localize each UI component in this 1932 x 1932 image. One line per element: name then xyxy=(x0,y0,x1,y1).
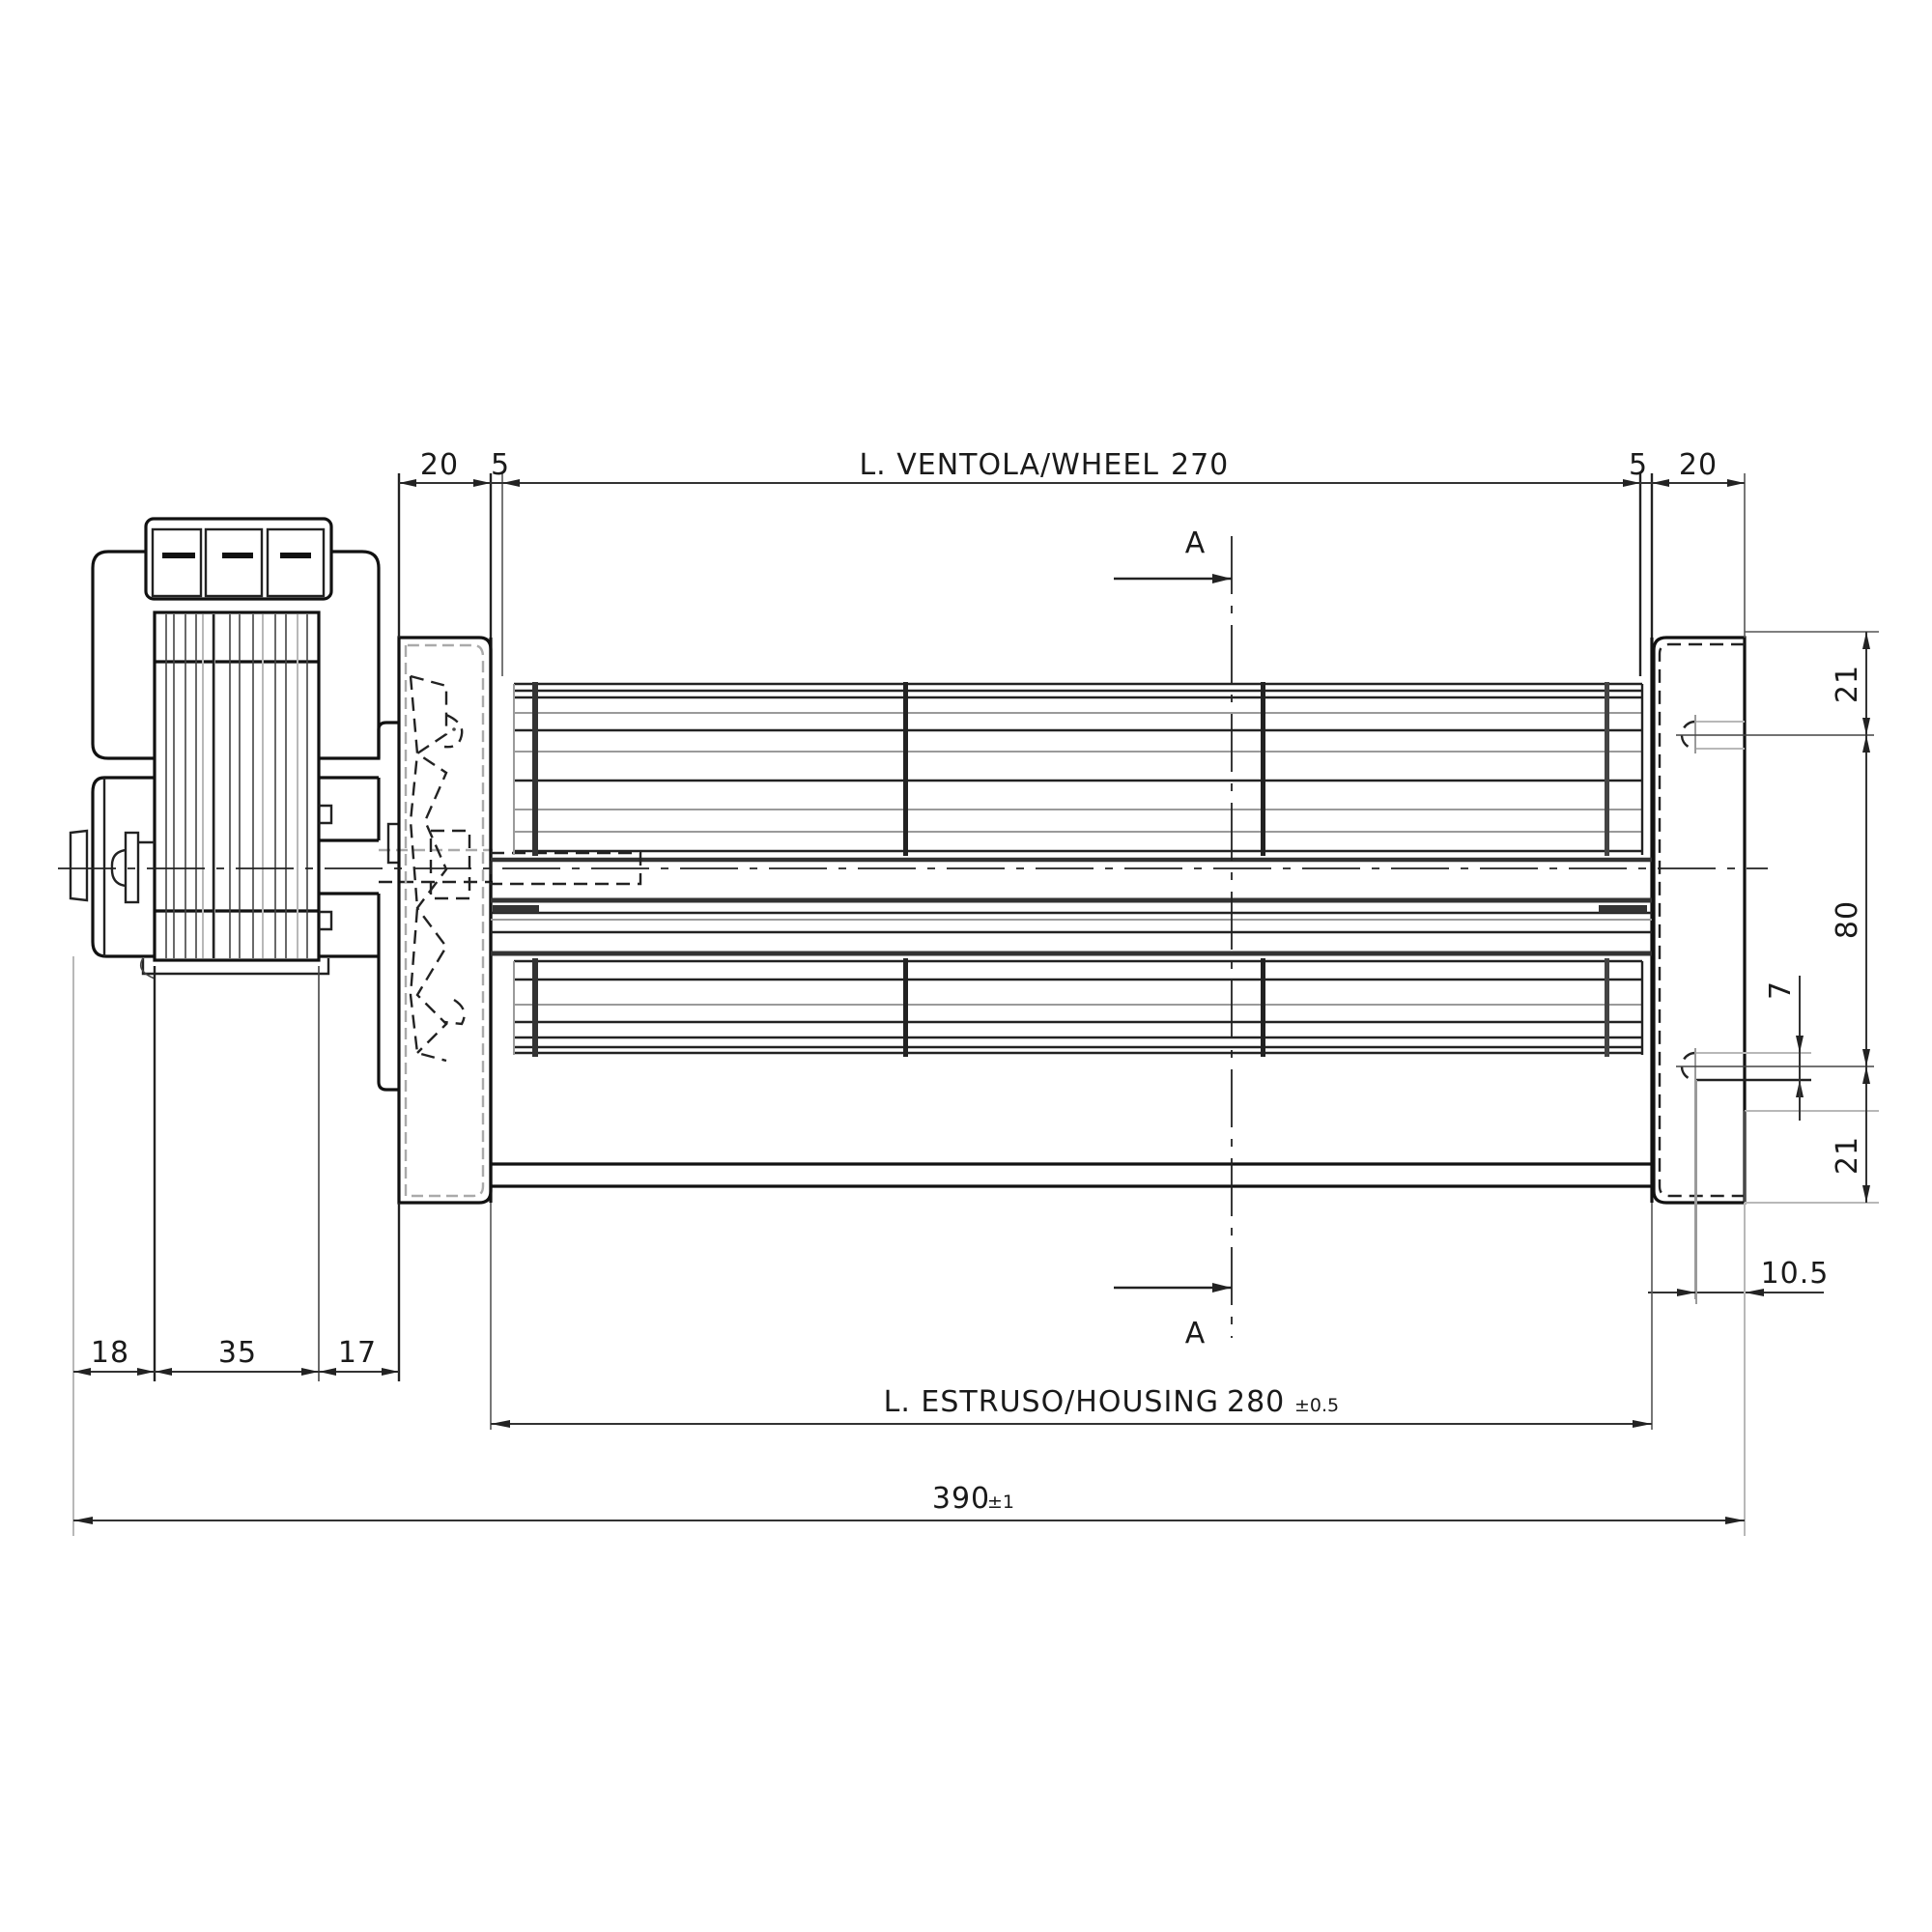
dim-hole-spacing: 80 xyxy=(1831,900,1864,939)
dim-wheel-value: 270 xyxy=(1171,448,1229,482)
spring-right xyxy=(1599,905,1647,913)
dim-housing-value: 280 xyxy=(1227,1385,1285,1419)
fan-housing xyxy=(489,638,1654,1203)
wheel-upper xyxy=(513,682,1644,856)
dim-bottom-offset: 21 xyxy=(1831,1136,1864,1175)
dim-top-offset: 21 xyxy=(1831,665,1864,703)
dim-left-flange: 20 xyxy=(420,448,459,482)
mounting-slot-top xyxy=(1680,715,1745,753)
dim-slot-width: 7 xyxy=(1764,980,1798,1000)
dim-right-gap: 5 xyxy=(1629,448,1648,482)
center-lines xyxy=(58,536,1874,1338)
dim-left-gap: 5 xyxy=(491,448,510,482)
right-dimensions: 21 80 21 7 10.5 xyxy=(1648,631,1879,1304)
spring-left xyxy=(493,905,539,913)
left-end-flange xyxy=(397,636,493,1205)
dim-slot-depth: 10.5 xyxy=(1761,1257,1830,1291)
dim-motor-left: 18 xyxy=(91,1336,129,1370)
dim-housing-label: L. ESTRUSO/HOUSING xyxy=(884,1385,1219,1419)
wheel-lower xyxy=(513,958,1644,1057)
impeller-hub-hidden-lines xyxy=(409,674,471,1063)
right-end-flange xyxy=(1652,636,1811,1299)
dim-overall-tolerance: ±1 xyxy=(987,1492,1014,1513)
fan-wheel xyxy=(513,682,1644,1057)
dim-housing-tolerance: ±0.5 xyxy=(1294,1395,1339,1416)
section-label-bottom: A xyxy=(1185,1317,1206,1350)
dim-wheel-label: L. VENTOLA/WHEEL xyxy=(859,448,1159,482)
overall-dimension: 390 ±1 xyxy=(73,1203,1746,1536)
section-marker-bottom: A xyxy=(1114,1283,1232,1350)
section-label-top: A xyxy=(1185,526,1206,560)
terminal-block xyxy=(144,517,333,601)
housing-dimension: L. ESTRUSO/HOUSING 280 ±0.5 xyxy=(490,1203,1653,1430)
dim-motor-right: 17 xyxy=(338,1336,377,1370)
top-dimensions: 20 5 L. VENTOLA/WHEEL 270 5 20 xyxy=(397,448,1746,676)
section-marker-top: A xyxy=(1114,526,1232,583)
dim-right-flange: 20 xyxy=(1679,448,1718,482)
dim-overall-value: 390 xyxy=(932,1482,990,1516)
motor-assembly xyxy=(69,517,493,1092)
stator-laminations xyxy=(153,611,321,962)
motor-dimensions: 18 35 17 xyxy=(72,956,401,1536)
dim-motor-stator: 35 xyxy=(218,1336,257,1370)
